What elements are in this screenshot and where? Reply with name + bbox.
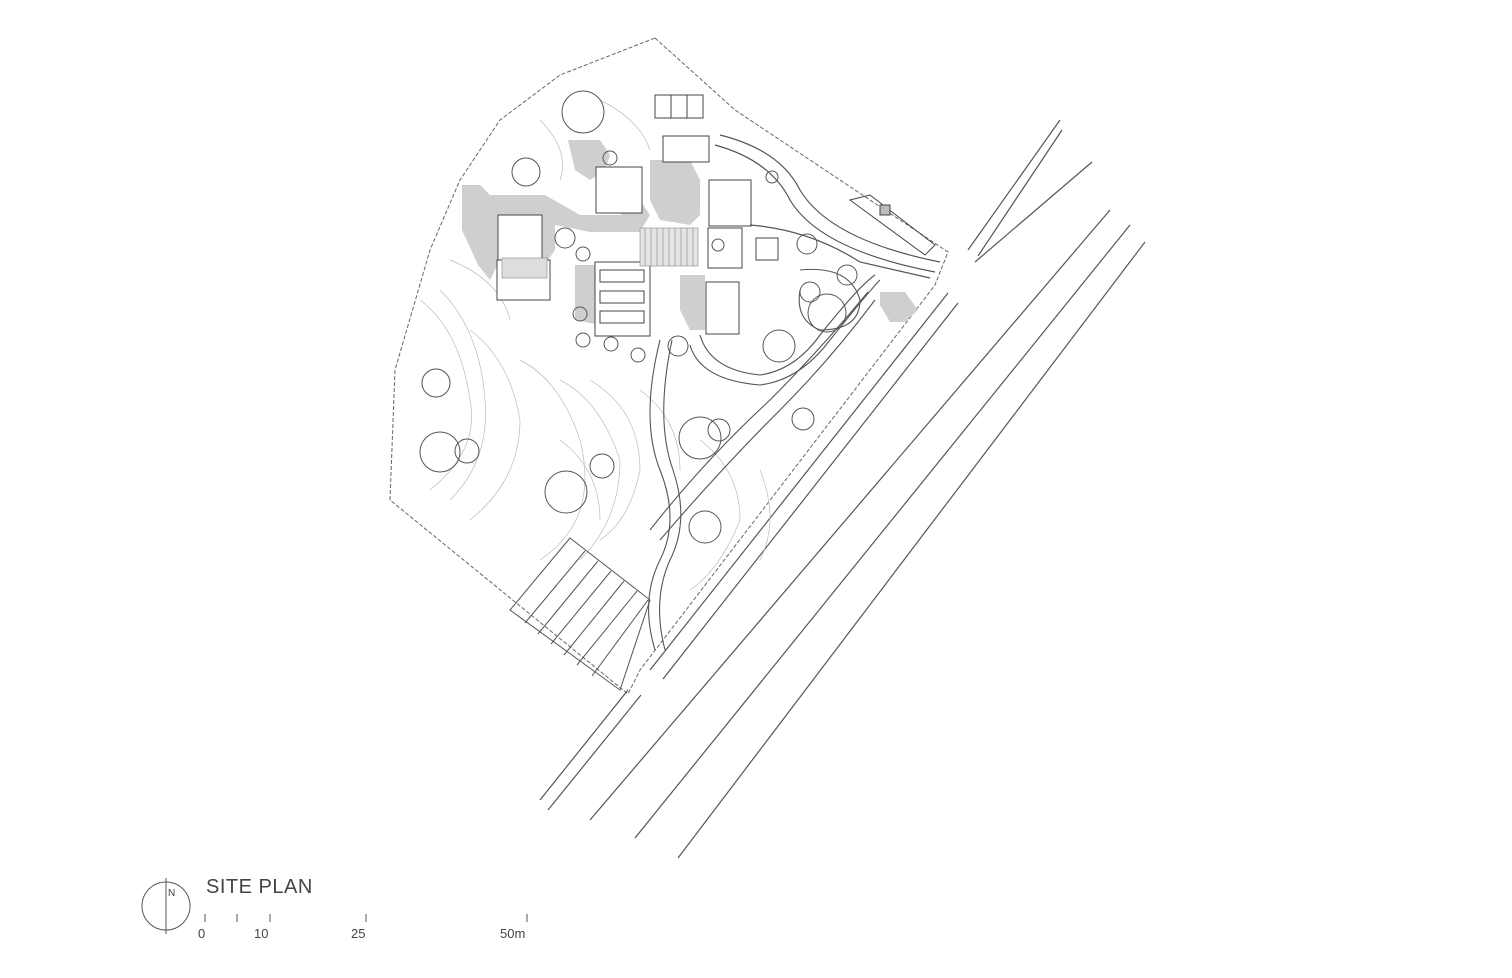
tree bbox=[419, 431, 461, 473]
tree bbox=[572, 306, 588, 322]
driveway bbox=[714, 134, 941, 279]
tree bbox=[602, 150, 618, 166]
north-arrow: N bbox=[141, 878, 191, 934]
tree bbox=[678, 416, 722, 460]
building bbox=[708, 179, 752, 227]
building bbox=[662, 135, 710, 163]
tree bbox=[707, 418, 731, 442]
tree bbox=[561, 90, 605, 134]
drawing-title: SITE PLAN bbox=[206, 876, 313, 898]
tree bbox=[791, 407, 815, 431]
road-line bbox=[649, 292, 949, 671]
site-boundary bbox=[389, 37, 949, 695]
road-line bbox=[539, 689, 629, 801]
tree bbox=[796, 233, 818, 255]
scale-label-0: 0 bbox=[198, 926, 206, 941]
road-line bbox=[547, 694, 642, 811]
road-line bbox=[677, 241, 1146, 859]
garden-paths bbox=[648, 268, 881, 651]
tree bbox=[421, 368, 451, 398]
trees bbox=[419, 90, 858, 544]
paved-area bbox=[501, 227, 699, 279]
tree bbox=[511, 157, 541, 187]
road-line bbox=[977, 129, 1063, 257]
tree bbox=[836, 264, 858, 286]
buildings bbox=[496, 94, 779, 337]
tree bbox=[667, 335, 689, 357]
tree bbox=[575, 332, 591, 348]
tree bbox=[711, 238, 725, 252]
building bbox=[686, 94, 704, 119]
pools bbox=[599, 269, 645, 324]
tree bbox=[575, 246, 591, 262]
road-line bbox=[662, 302, 959, 680]
road bbox=[539, 119, 1146, 859]
tree bbox=[765, 170, 779, 184]
tree bbox=[544, 470, 588, 514]
building bbox=[595, 166, 643, 214]
tree bbox=[799, 281, 821, 303]
tree bbox=[454, 438, 480, 464]
tree bbox=[603, 336, 619, 352]
contours bbox=[419, 99, 771, 591]
building bbox=[755, 237, 779, 261]
tree bbox=[807, 293, 847, 333]
tree bbox=[589, 453, 615, 479]
tree bbox=[554, 227, 576, 249]
road-line bbox=[967, 119, 1061, 251]
building bbox=[705, 281, 740, 335]
scale-bar bbox=[204, 914, 528, 922]
road-line bbox=[974, 161, 1093, 263]
tree bbox=[762, 329, 796, 363]
tree bbox=[630, 347, 646, 363]
building bbox=[497, 214, 543, 261]
building bbox=[670, 94, 688, 119]
tree bbox=[688, 510, 722, 544]
scale-label-25: 25 bbox=[351, 926, 366, 941]
building bbox=[707, 227, 743, 269]
road-line bbox=[589, 209, 1111, 821]
parking-lot bbox=[509, 537, 651, 691]
scale-label-50m: 50m bbox=[500, 926, 526, 941]
building bbox=[594, 261, 651, 337]
entrance bbox=[848, 194, 936, 256]
north-label: N bbox=[168, 888, 175, 899]
road-line bbox=[634, 224, 1131, 839]
building bbox=[654, 94, 672, 119]
scale-label-10: 10 bbox=[254, 926, 269, 941]
